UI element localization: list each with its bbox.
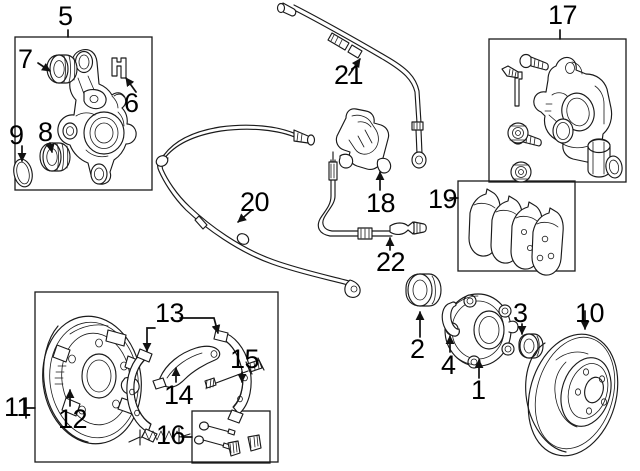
callout-2: 2 (410, 334, 425, 364)
callout-7: 7 (18, 44, 33, 74)
hold-down-pin-lower-illustration (193, 435, 231, 450)
caliper-bracket-illustration (335, 108, 392, 174)
callout-12: 12 (58, 404, 88, 434)
callout-19: 19 (428, 184, 458, 214)
callout-9: 9 (9, 120, 24, 150)
brake-pad-set-illustration (468, 188, 564, 276)
retaining-clip-illustration (111, 57, 127, 79)
box-knuckle-frame (14, 36, 153, 191)
callout-5: 5 (58, 1, 73, 31)
callout-17: 17 (548, 0, 578, 30)
seal-ring-illustration (13, 158, 33, 188)
callout-18: 18 (366, 188, 396, 218)
leader-lines (17, 29, 590, 438)
snap-ring-illustration (441, 301, 460, 337)
steering-knuckle-illustration (57, 48, 137, 185)
caliper-guide-bushing-b (507, 122, 529, 144)
shoe-return-spring-illustration (128, 427, 191, 446)
callout-1: 1 (471, 375, 486, 405)
brake-hose-illustration (317, 151, 427, 240)
brake-shoe-left-illustration (126, 348, 158, 443)
wheel-bearing-illustration (405, 273, 442, 307)
callout-6: 6 (124, 88, 139, 118)
hold-down-clip-a-illustration (227, 440, 241, 457)
box-backing-plate-frame (34, 291, 279, 463)
callout-22: 22 (376, 247, 406, 277)
callout-16: 16 (156, 420, 186, 450)
callout-10: 10 (575, 298, 605, 328)
hold-down-clip-b-illustration (247, 434, 262, 452)
parking-brake-lever-illustration (152, 345, 221, 390)
callout-21: 21 (334, 60, 364, 90)
callout-20: 20 (240, 187, 270, 217)
lug-nut-illustration (518, 333, 544, 359)
caliper-guide-bushing-a (510, 161, 532, 183)
brake-shoe-right-illustration (213, 329, 252, 424)
piston-seal-illustration (552, 118, 574, 144)
parking-brake-cable-illustration (276, 2, 427, 169)
upper-bushing-illustration (46, 54, 78, 84)
lower-bushing-illustration (39, 142, 71, 172)
callout-3: 3 (513, 298, 528, 328)
brake-rotor-illustration (525, 333, 619, 457)
box-caliper-frame (488, 38, 627, 183)
callout-15: 15 (230, 344, 260, 374)
callout-13: 13 (155, 298, 185, 328)
dust-boot-illustration (605, 155, 623, 179)
guide-pin-illustration (514, 71, 523, 107)
abs-sensor-cable-illustration (155, 124, 361, 298)
callout-4: 4 (441, 350, 456, 380)
callout-11: 11 (4, 392, 32, 422)
callout-8: 8 (38, 117, 53, 147)
hold-down-pin-upper-illustration (198, 421, 236, 436)
callout-14: 14 (164, 380, 194, 410)
caliper-bolt-upper-illustration (519, 53, 549, 71)
